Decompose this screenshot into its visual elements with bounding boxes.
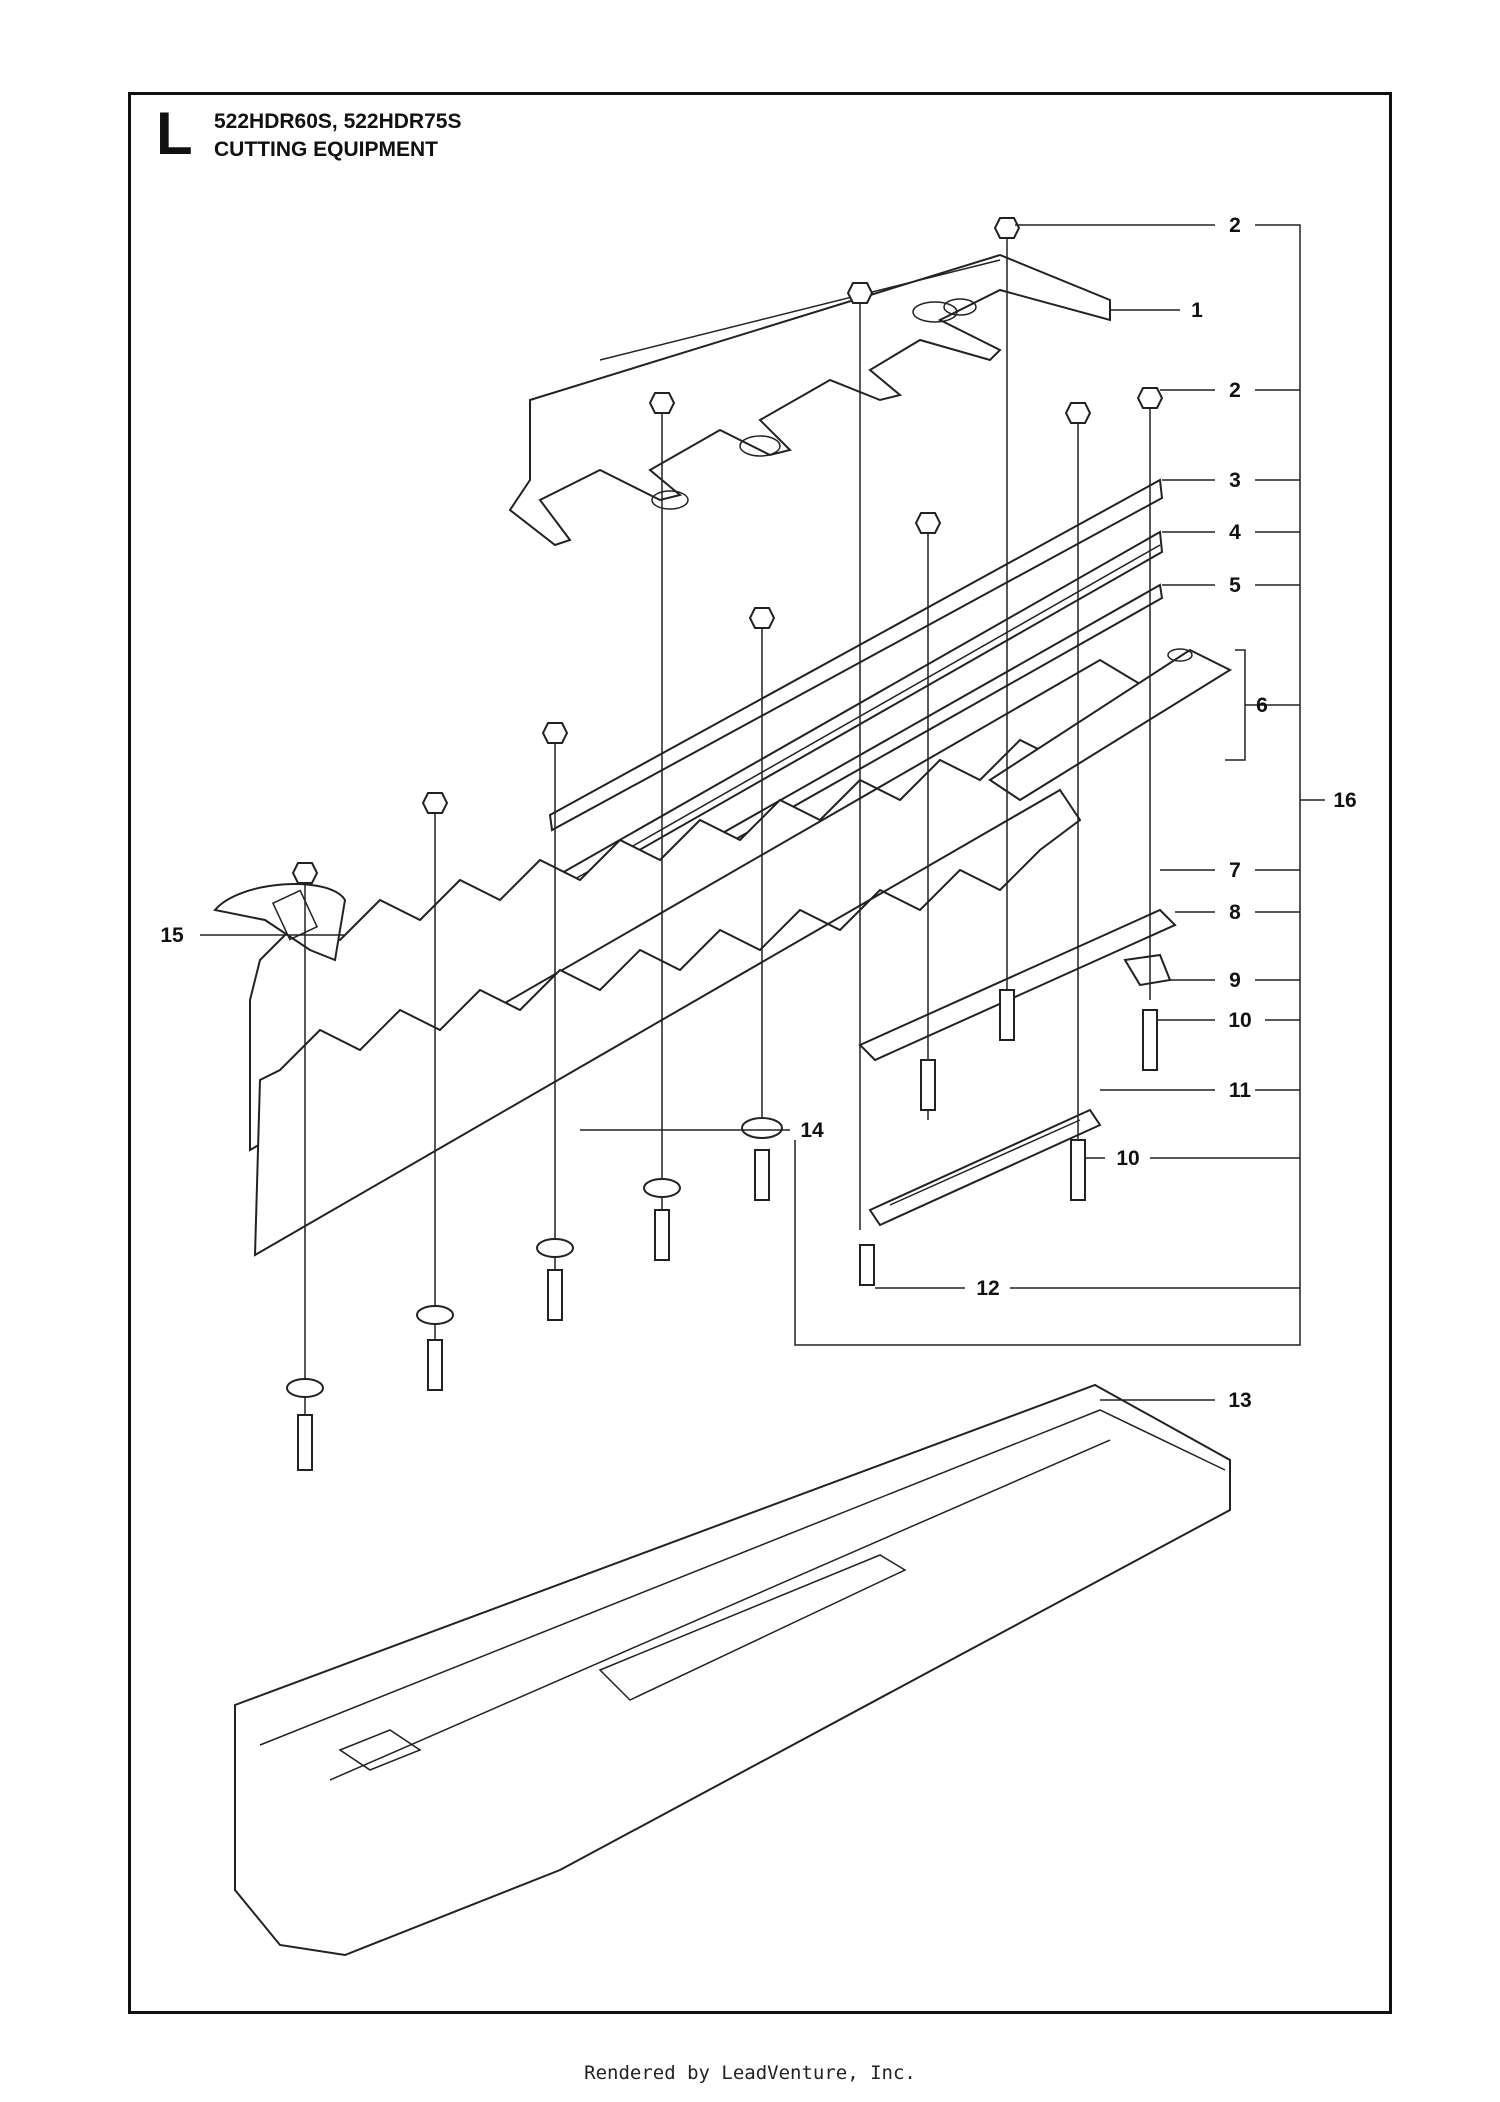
nuts: [291, 217, 1164, 884]
callout-8: 8: [1229, 901, 1241, 924]
callout-2a: 2: [1229, 214, 1241, 237]
callout-4: 4: [1229, 521, 1241, 544]
bolts: [297, 989, 1158, 1471]
fastener-drop-lines: [304, 225, 1151, 1440]
callout-5: 5: [1229, 574, 1241, 597]
diagram-frame: [128, 92, 1392, 2014]
part-lower-plate: [858, 908, 1177, 1062]
callout-9: 9: [1229, 969, 1241, 992]
callout-labels: 2 1 2 3 4 5 6 7 8 9 10 11 10 12 13 14 15…: [160, 214, 1356, 1412]
part-cutter-blade-lower: [253, 788, 1082, 1257]
part-blade-guard: [508, 253, 1111, 547]
callout-2b: 2: [1229, 379, 1241, 402]
callout-10a: 10: [1228, 1009, 1251, 1032]
part-tip-guard: [213, 883, 347, 962]
callout-14: 14: [800, 1119, 824, 1142]
part-top-bar: [548, 478, 1164, 832]
part-slotted-plate: [868, 1108, 1102, 1227]
callout-15: 15: [160, 924, 184, 947]
callout-6: 6: [1256, 694, 1268, 717]
washers: [286, 1117, 783, 1398]
callout-11: 11: [1229, 1079, 1252, 1102]
callout-13: 13: [1228, 1389, 1251, 1412]
callout-16: 16: [1333, 789, 1356, 812]
part-transport-cover: [234, 1383, 1231, 1957]
section-letter: L: [156, 100, 193, 167]
model-numbers: 522HDR60S, 522HDR75S: [214, 110, 462, 133]
callout-3: 3: [1229, 469, 1241, 492]
footer-credit: Rendered by LeadVenture, Inc.: [584, 2062, 916, 2084]
diagram-title: CUTTING EQUIPMENT: [214, 138, 438, 161]
part-bracket: [1123, 953, 1172, 987]
leader-lines: [200, 224, 1325, 1401]
callout-10b: 10: [1116, 1147, 1139, 1170]
callout-7: 7: [1229, 859, 1241, 882]
part-side-plate: [988, 648, 1233, 802]
callout-1: 1: [1191, 299, 1203, 322]
callout-12: 12: [976, 1277, 999, 1300]
